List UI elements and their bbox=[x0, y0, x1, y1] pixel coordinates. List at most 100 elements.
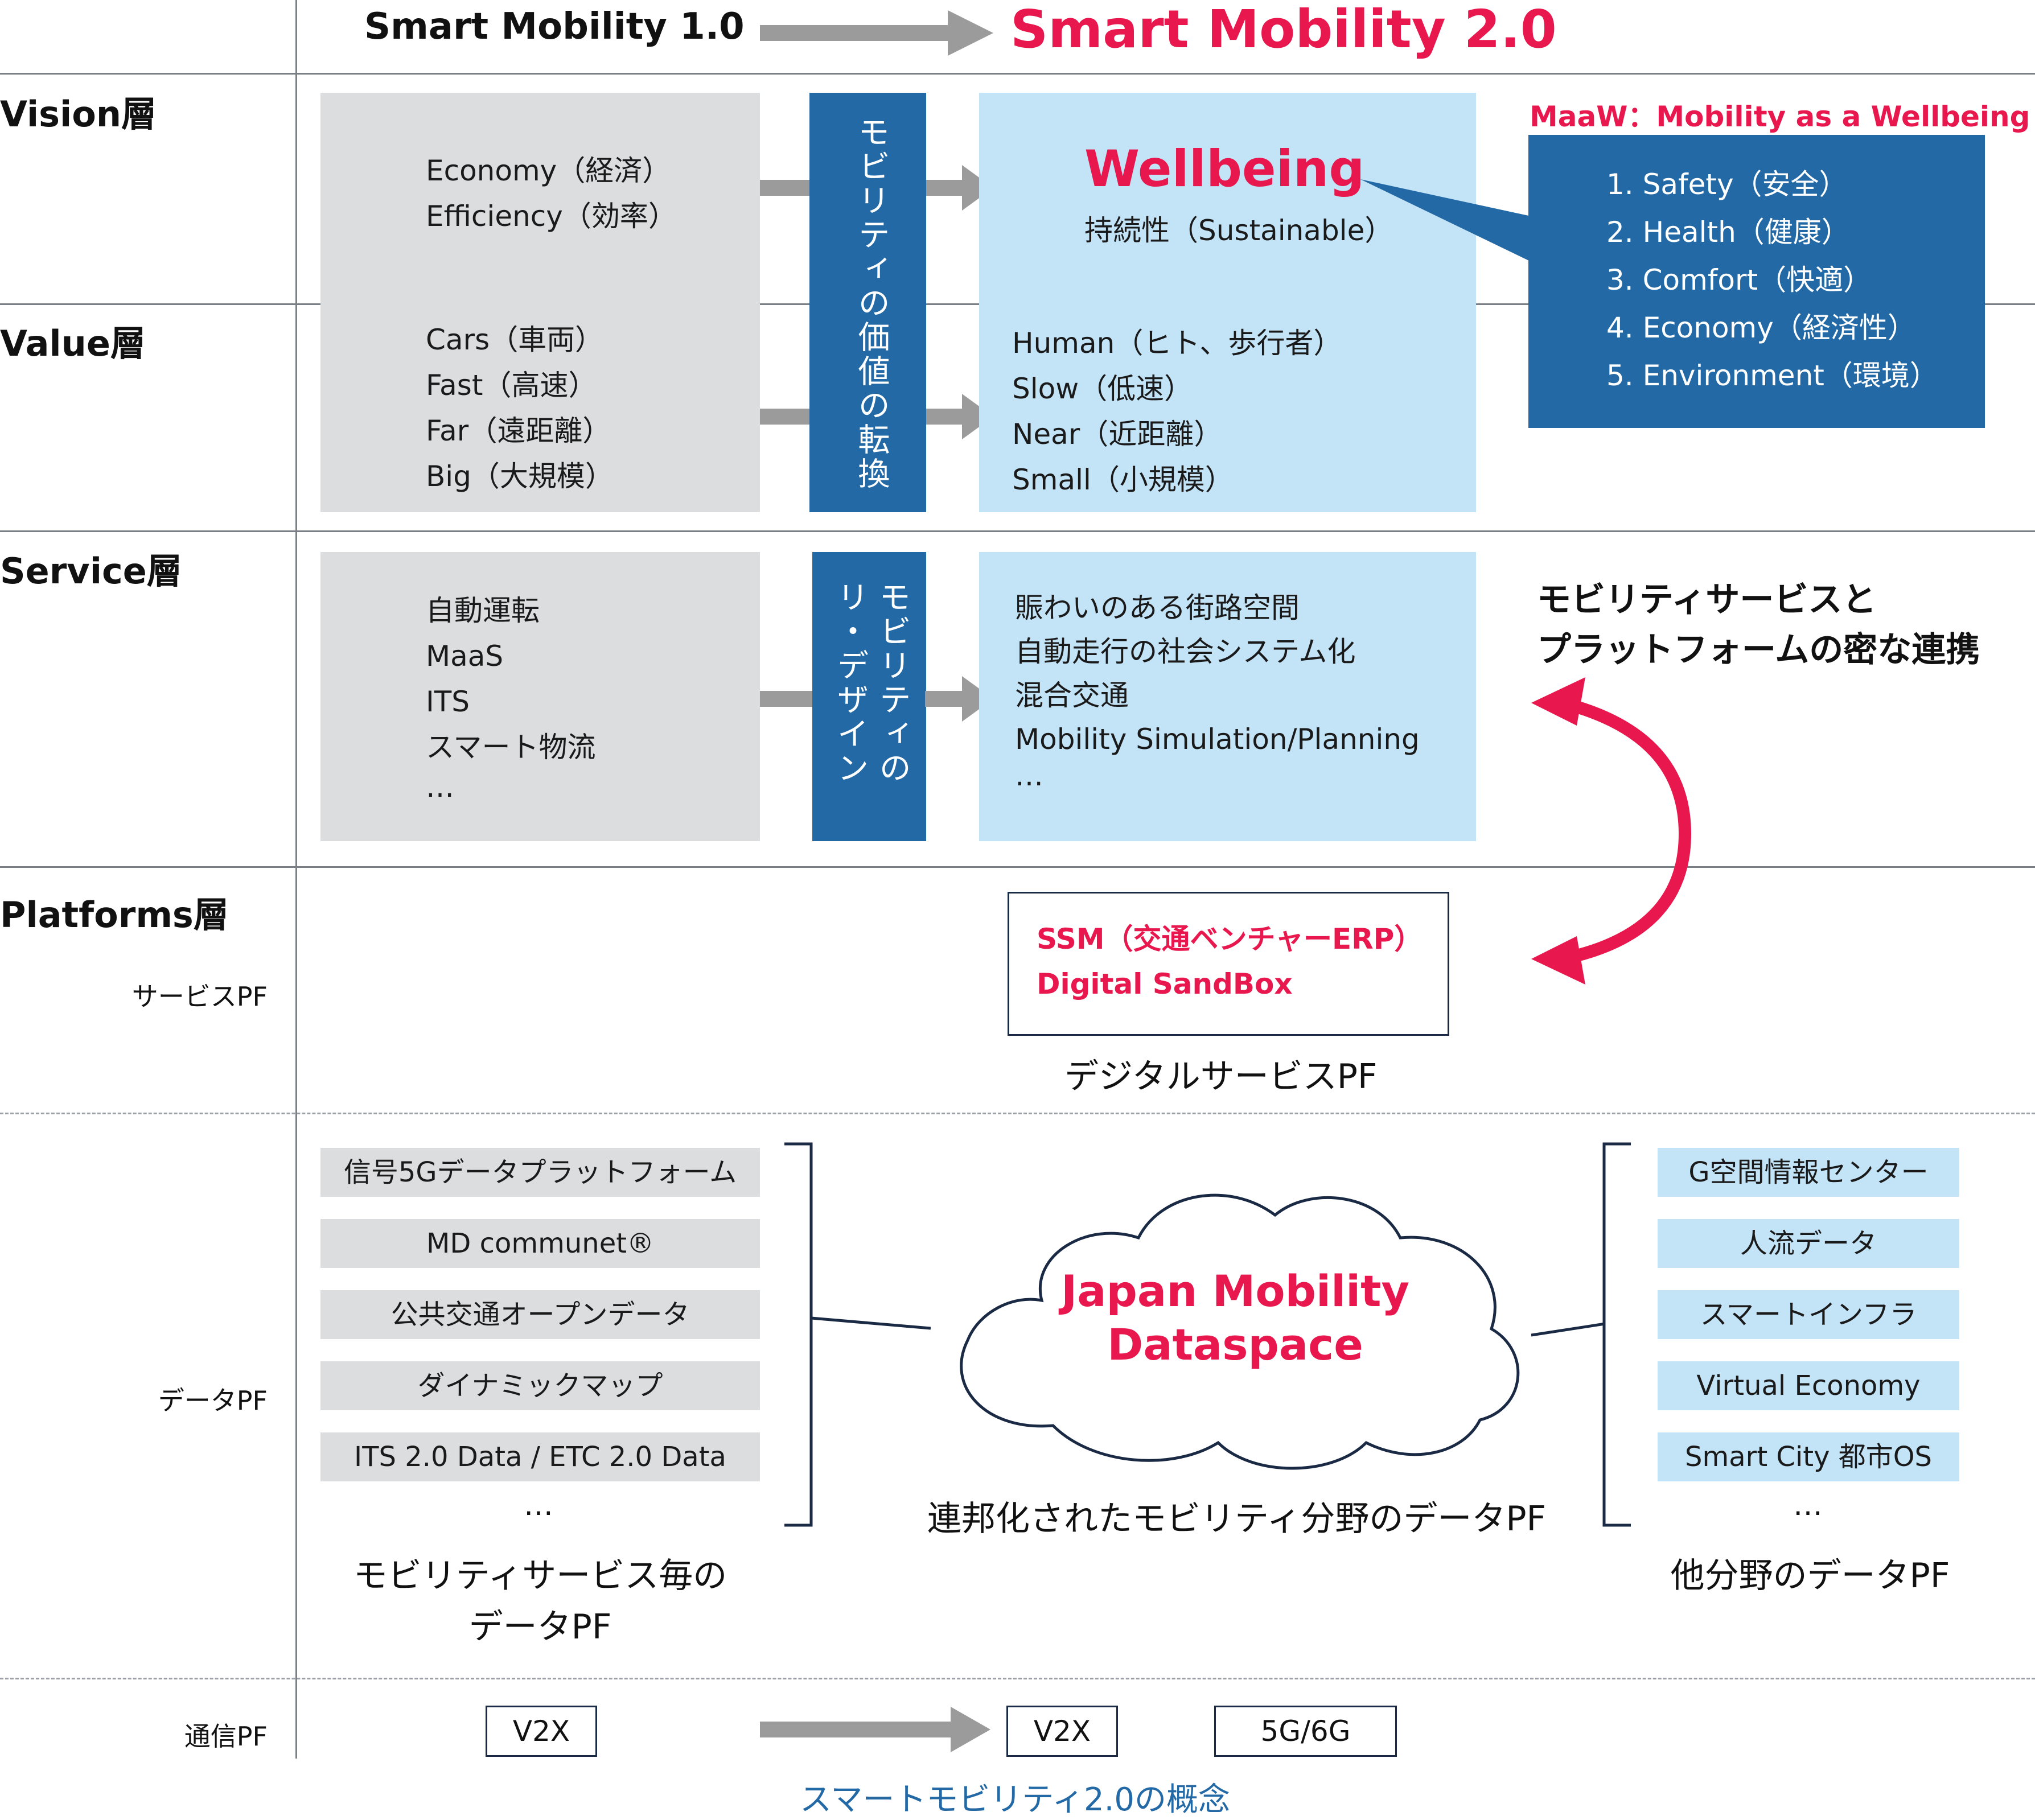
header-smart-mobility-1: Smart Mobility 1.0 bbox=[364, 6, 745, 48]
connector-right bbox=[1531, 1322, 1605, 1337]
layer-label-service: Service層 bbox=[0, 550, 182, 592]
data-left-caption-2: データPF bbox=[468, 1607, 612, 1647]
dataspace-line-1: Japan Mobility bbox=[1060, 1266, 1410, 1316]
list-item: スマート物流 bbox=[426, 731, 596, 764]
data-left-item: ITS 2.0 Data / ETC 2.0 Data bbox=[320, 1432, 760, 1481]
cloud-icon bbox=[960, 1193, 1520, 1470]
redesign-label-1: モビリティの bbox=[874, 580, 911, 785]
data-left-item: 公共交通オープンデータ bbox=[320, 1290, 760, 1339]
service-arrow-left-icon bbox=[760, 691, 814, 707]
data-right-item: 人流データ bbox=[1658, 1219, 1959, 1268]
dataspace-title: Japan Mobility Dataspace bbox=[1047, 1265, 1423, 1372]
maaw-box bbox=[1528, 135, 1985, 428]
divider-vertical bbox=[295, 0, 297, 1759]
new-service-list: 賑わいのある街路空間 自動走行の社会システム化 混合交通 Mobility Si… bbox=[1015, 586, 1420, 790]
service-platform-link-text: モビリティサービスと プラットフォームの密な連携 bbox=[1537, 575, 1980, 675]
new-vision-value-box bbox=[979, 93, 1476, 512]
data-left-item: MD communet® bbox=[320, 1219, 760, 1268]
old-service-box bbox=[320, 552, 760, 841]
value-transformation-bar: モビリティの価値の転換 bbox=[809, 93, 926, 512]
connector-left bbox=[811, 1316, 931, 1330]
digital-service-pf-caption: デジタルサービスPF bbox=[1064, 1057, 1378, 1097]
redesign-label-2: リ・デザイン bbox=[832, 580, 869, 785]
new-value-list: Human（ヒト、歩行者） Slow（低速） Near（近距離） Small（小… bbox=[1012, 320, 1342, 503]
bracket-left-icon bbox=[784, 1142, 813, 1527]
layer-label-platforms: Platforms層 bbox=[0, 894, 229, 936]
old-vision-list: Economy（経済） Efficiency（効率） bbox=[426, 148, 677, 239]
divider-datapf-commpf bbox=[0, 1678, 2035, 1679]
list-item: Fast（高速） bbox=[426, 369, 597, 402]
old-value-list: Cars（車両） Fast（高速） Far（遠距離） Big（大規模） bbox=[426, 317, 614, 499]
list-item: Efficiency（効率） bbox=[426, 200, 677, 233]
maaw-item: 5. Environment（環境） bbox=[1606, 359, 1938, 392]
list-item: Big（大規模） bbox=[426, 460, 614, 493]
layer-label-value: Value層 bbox=[0, 323, 146, 364]
maaw-item: 3. Comfort（快適） bbox=[1606, 263, 1872, 297]
maaw-item: 2. Health（健康） bbox=[1606, 216, 1850, 249]
data-left-item: 信号5Gデータプラットフォーム bbox=[320, 1148, 760, 1197]
list-item: Mobility Simulation/Planning bbox=[1015, 723, 1420, 756]
digital-service-pf-box: SSM（交通ベンチャーERP） Digital SandBox bbox=[1008, 892, 1449, 1036]
text-line: プラットフォームの密な連携 bbox=[1537, 630, 1980, 670]
data-right-item: Virtual Economy bbox=[1658, 1361, 1959, 1410]
list-item: 自動運転 bbox=[426, 594, 540, 627]
old-vision-value-box bbox=[320, 93, 760, 512]
list-item: Economy（経済） bbox=[426, 154, 671, 187]
list-item: Slow（低速） bbox=[1012, 372, 1193, 405]
data-right-caption: 他分野のデータPF bbox=[1670, 1556, 1950, 1596]
comm-arrow-icon bbox=[760, 1707, 990, 1752]
maaw-title: MaaW：Mobility as a Wellbeing bbox=[1530, 100, 2030, 133]
list-item: MaaS bbox=[426, 640, 504, 673]
maaw-item: 1. Safety（安全） bbox=[1606, 168, 1848, 201]
layer-label-data-pf: データPF bbox=[158, 1385, 268, 1416]
list-item: … bbox=[426, 771, 454, 804]
list-item: 賑わいのある街路空間 bbox=[1015, 591, 1300, 624]
double-arrow-icon bbox=[1531, 677, 1692, 985]
divider-service-platforms bbox=[0, 866, 2035, 868]
list-item: Human（ヒト、歩行者） bbox=[1012, 327, 1342, 360]
ssm-label: SSM（交通ベンチャーERP） bbox=[1037, 923, 1423, 956]
comm-new-5g6g: 5G/6G bbox=[1214, 1706, 1397, 1757]
dataspace-line-2: Dataspace bbox=[1107, 1319, 1363, 1370]
sustainable-label: 持続性（Sustainable） bbox=[1084, 214, 1393, 247]
list-item: 混合交通 bbox=[1015, 679, 1129, 712]
comm-old-v2x: V2X bbox=[486, 1706, 597, 1757]
redesign-bar: モビリティの リ・デザイン bbox=[812, 552, 926, 841]
list-item: Near（近距離） bbox=[1012, 418, 1223, 451]
new-service-box bbox=[979, 552, 1476, 841]
data-left-ellipsis: … bbox=[524, 1488, 553, 1522]
vision-arrow-left-icon bbox=[760, 180, 811, 196]
comm-new-v2x: V2X bbox=[1006, 1706, 1118, 1757]
maaw-callout-pointer bbox=[1360, 179, 1531, 262]
divider-header bbox=[0, 73, 2035, 75]
maaw-list: 1. Safety（安全） 2. Health（健康） 3. Comfort（快… bbox=[1606, 160, 1938, 400]
value-arrow-right-icon bbox=[925, 394, 993, 439]
data-left-caption-1: モビリティサービス毎の bbox=[353, 1556, 727, 1596]
bracket-right-icon bbox=[1602, 1142, 1631, 1527]
layer-label-vision: Vision層 bbox=[0, 93, 157, 135]
header-smart-mobility-2: Smart Mobility 2.0 bbox=[1010, 0, 1557, 60]
data-left-item: ダイナミックマップ bbox=[320, 1361, 760, 1410]
value-transformation-label: モビリティの価値の転換 bbox=[853, 116, 890, 491]
figure-caption: スマートモビリティ2.0の概念 bbox=[800, 1781, 1231, 1818]
service-arrow-right-icon bbox=[925, 676, 993, 722]
dataspace-caption: 連邦化されたモビリティ分野のデータPF bbox=[927, 1499, 1547, 1539]
list-item: … bbox=[1015, 759, 1043, 792]
data-right-item: Smart City 都市OS bbox=[1658, 1432, 1959, 1481]
data-right-item: スマートインフラ bbox=[1658, 1290, 1959, 1339]
vision-arrow-right-icon bbox=[925, 165, 993, 211]
data-right-ellipsis: … bbox=[1793, 1488, 1823, 1522]
layer-label-service-pf: サービスPF bbox=[131, 981, 268, 1012]
wellbeing-title: Wellbeing bbox=[1084, 139, 1365, 198]
layer-label-comm-pf: 通信PF bbox=[184, 1721, 268, 1752]
data-right-item: G空間情報センター bbox=[1658, 1148, 1959, 1197]
list-item: Far（遠距離） bbox=[426, 414, 611, 447]
digital-sandbox-label: Digital SandBox bbox=[1037, 967, 1293, 1000]
maaw-item: 4. Economy（経済性） bbox=[1606, 311, 1916, 344]
text-line: モビリティサービスと bbox=[1537, 580, 1877, 620]
header-arrow-icon bbox=[760, 10, 993, 56]
list-item: 自動走行の社会システム化 bbox=[1015, 635, 1356, 668]
old-service-list: 自動運転 MaaS ITS スマート物流 … bbox=[426, 588, 596, 804]
divider-servicepf-datapf bbox=[0, 1113, 2035, 1114]
value-arrow-left-icon bbox=[760, 409, 811, 425]
